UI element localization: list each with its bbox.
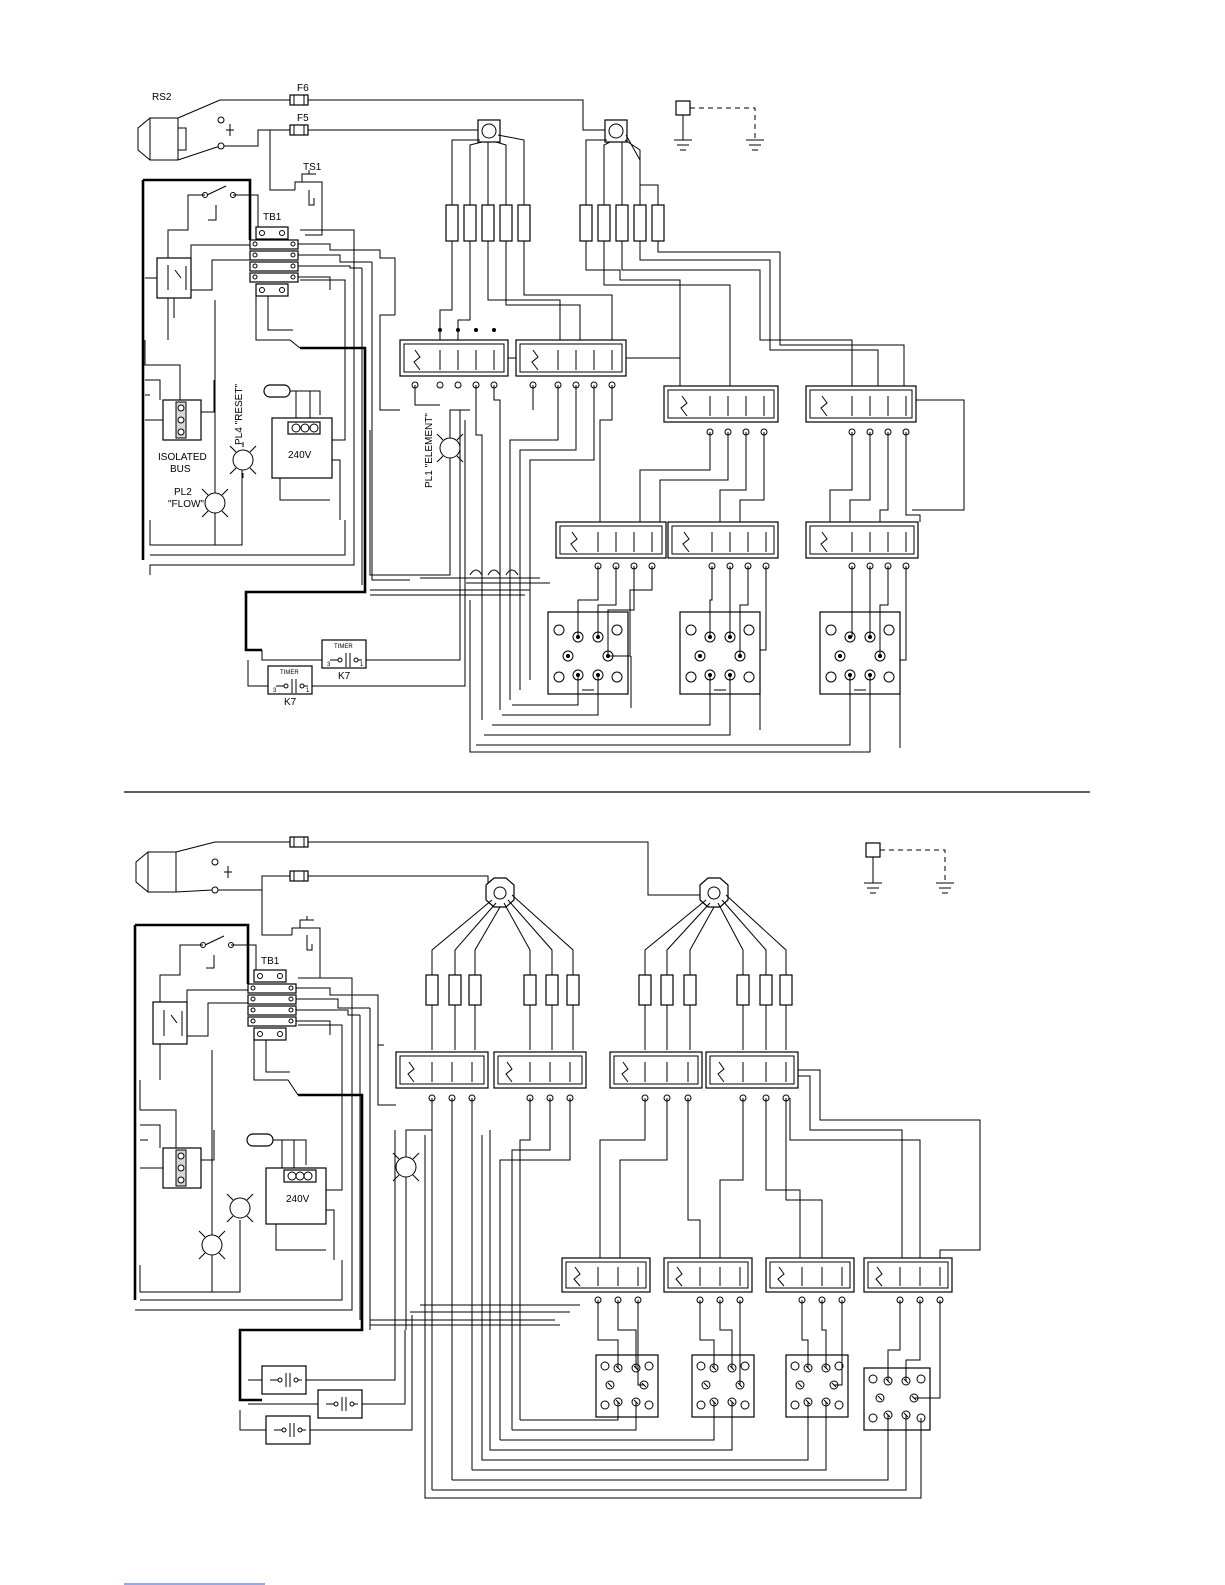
contactor-6 (668, 522, 778, 569)
heater-element-1 (548, 612, 628, 694)
contactor-1 (400, 328, 508, 388)
transformer-voltage-label-bottom: 240V (286, 1194, 310, 1205)
pl1-element-light (370, 410, 470, 575)
fuse-bottom-lower (290, 871, 308, 881)
power-terminal-right (605, 120, 627, 142)
heater-element-bottom-3 (786, 1355, 848, 1417)
k7-label-upper: K7 (338, 671, 351, 682)
element-fuse-bank-left (446, 135, 530, 241)
isolated-bus-label-2: BUS (170, 464, 191, 475)
contactor-bottom-7 (766, 1258, 854, 1303)
flow-relay-bottom (153, 990, 248, 1044)
bottom-wiring-diagram: TB1 (135, 837, 980, 1498)
pl4-label: PL4 "RESET" (234, 384, 245, 445)
contactor-bottom-3 (610, 1052, 702, 1101)
tb1-label-bottom: TB1 (261, 956, 280, 967)
rs2-label: RS2 (152, 92, 172, 103)
contactor-2 (516, 340, 626, 388)
transformer-240v-bottom (247, 1025, 342, 1260)
f6-label: F6 (297, 83, 309, 94)
element-fuse-row-bottom (426, 975, 792, 1050)
contactor-bottom-5 (562, 1258, 650, 1303)
ground-symbol-top (674, 101, 764, 150)
contactor-bottom-2 (494, 1052, 586, 1101)
contactor-7 (806, 522, 918, 569)
heater-element-2 (680, 612, 760, 694)
rs2-receptacle (138, 100, 290, 160)
tb1-label: TB1 (263, 212, 282, 223)
k7-label-lower: K7 (284, 697, 297, 708)
isolated-bus-block-bottom (140, 1130, 214, 1188)
bold-wire-a (143, 180, 250, 240)
timer-label-lower: TIMER (280, 670, 299, 676)
transformer-240v (264, 280, 345, 520)
element-fuse-bank-right (580, 135, 664, 241)
fuse-f6 (290, 95, 308, 105)
pl2-flow-light (202, 300, 228, 545)
flow-relay (145, 245, 250, 318)
flow-light-bottom (199, 1050, 225, 1292)
top-wiring-diagram: RS2 F6 F5 (138, 83, 964, 752)
heater-element-bottom-2 (692, 1355, 754, 1417)
contactor-bottom-8 (864, 1258, 952, 1303)
heater-element-bottom-1 (596, 1355, 658, 1417)
reset-light-bottom (227, 1194, 253, 1222)
receptacle-bottom (136, 842, 290, 893)
f5-label: F5 (297, 113, 309, 124)
element-light-bottom (393, 1130, 432, 1330)
ts1-label: TS1 (303, 162, 322, 173)
ground-symbol-bottom (864, 843, 954, 893)
power-terminal-left (478, 120, 500, 142)
contactor-4 (806, 386, 916, 435)
pl4-reset-light (230, 442, 256, 478)
tb1-terminal-block (250, 227, 298, 296)
transformer-voltage-label: 240V (288, 450, 312, 461)
fuse-f5 (290, 125, 308, 135)
pl2-label-2: "FLOW" (168, 499, 204, 510)
isolated-bus-label-1: ISOLATED (158, 452, 207, 463)
contactor-bottom-6 (664, 1258, 752, 1303)
timer-label-upper: TIMER (334, 644, 353, 650)
fuse-bottom-upper (290, 837, 308, 847)
contactor-bottom-1 (396, 1052, 488, 1101)
contactor-5 (556, 522, 666, 569)
heater-element-3 (820, 612, 900, 694)
contactor-3 (664, 386, 778, 435)
bold-wire-bottom-a (135, 925, 248, 984)
tb1-terminal-block-bottom (248, 970, 296, 1040)
contactor-bottom-4 (706, 1052, 798, 1101)
pl2-label-1: PL2 (174, 487, 192, 498)
pl1-label: PL1 "ELEMENT" (424, 413, 435, 488)
heater-element-bottom-4 (864, 1368, 930, 1430)
